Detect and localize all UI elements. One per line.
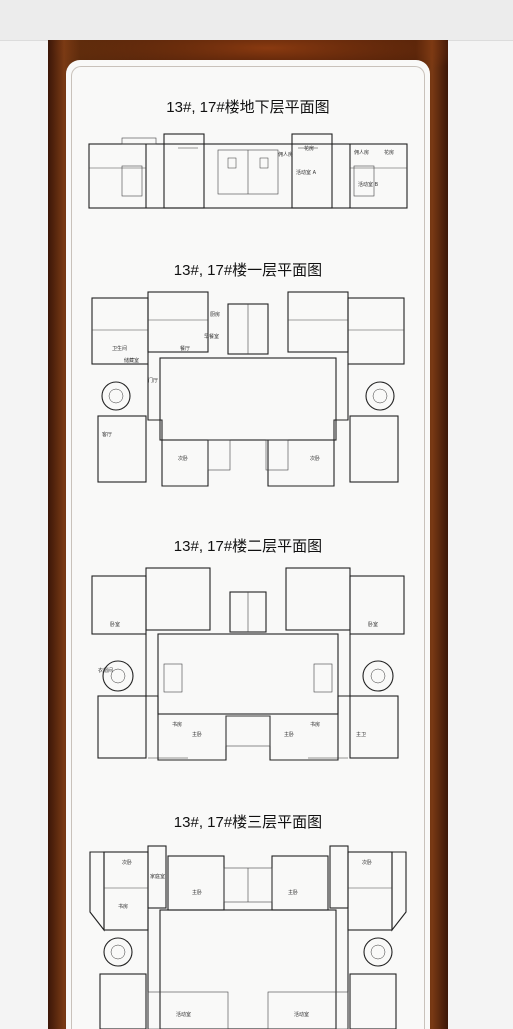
room-label: 次卧 xyxy=(362,859,372,866)
room-label: 客厅 xyxy=(102,431,112,438)
room-label: 门厅 xyxy=(148,377,158,384)
room-label: 早餐室 xyxy=(204,333,219,340)
room-label: 主卧 xyxy=(288,889,298,896)
room-label: 花房 xyxy=(384,149,394,156)
room-label: 主卫 xyxy=(356,731,366,738)
room-label: 厨房 xyxy=(210,311,220,318)
room-label: 卧室 xyxy=(368,621,378,628)
room-label: 次卧 xyxy=(310,455,320,462)
room-label: 家庭室 xyxy=(150,873,165,880)
room-label: 佣人房 xyxy=(278,151,293,158)
room-label: 餐厅 xyxy=(180,345,190,352)
basement-floor-plan: 佣人房 花房 活动室 A 佣人房 花房 活动室 B xyxy=(88,128,408,212)
room-label: 储藏室 xyxy=(124,357,139,364)
floor1-plan-title: 13#, 17#楼一层平面图 xyxy=(173,262,323,279)
basement-plan-title: 13#, 17#楼地下层平面图 xyxy=(166,99,330,116)
floor2-plan-title: 13#, 17#楼二层平面图 xyxy=(173,538,323,555)
room-label: 主卧 xyxy=(192,889,202,896)
room-label: 活动室 xyxy=(294,1011,309,1018)
room-label: 活动室 xyxy=(176,1011,191,1018)
floor3-plan-title: 13#, 17#楼三层平面图 xyxy=(173,814,323,831)
content-panel xyxy=(66,60,430,1029)
floor1-floor-plan: 餐厅 早餐室 卫生间 储藏室 门厅 客厅 厨房 次卧 次卧 xyxy=(88,290,408,488)
room-label: 卧室 xyxy=(110,621,120,628)
floor3-floor-plan: 次卧 次卧 主卧 家庭室 活动室 书房 主卧 活动室 xyxy=(88,842,408,1029)
room-label: 卫生间 xyxy=(112,345,127,352)
room-label: 次卧 xyxy=(122,859,132,866)
panel-border xyxy=(71,66,425,1029)
floor2-floor-plan: 卧室 卧室 主卧 书房 衣帽间 主卫 主卧 书房 xyxy=(88,566,408,764)
room-label: 活动室 A xyxy=(296,169,317,176)
room-label: 书房 xyxy=(118,903,128,910)
room-label: 次卧 xyxy=(178,455,188,462)
room-label: 书房 xyxy=(310,721,320,728)
room-label: 衣帽间 xyxy=(98,667,113,674)
room-label: 花房 xyxy=(304,145,314,152)
room-label: 主卧 xyxy=(192,731,202,738)
room-label: 佣人房 xyxy=(354,149,369,156)
room-label: 主卧 xyxy=(284,731,294,738)
top-bar xyxy=(0,0,513,41)
room-label: 活动室 B xyxy=(358,181,379,188)
room-label: 书房 xyxy=(172,721,182,728)
